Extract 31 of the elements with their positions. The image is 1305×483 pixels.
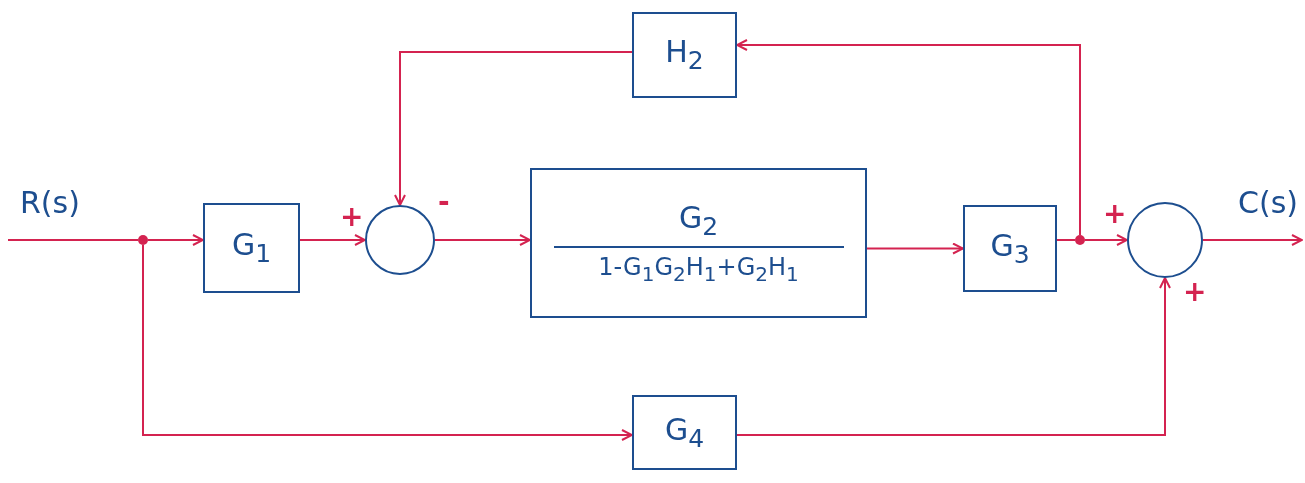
pickoff-dot [1075,235,1085,245]
transfer-block [530,168,867,318]
transfer-block [963,205,1057,292]
block-label: G$_{1}$ [231,228,272,268]
block-label: H$_{2}$ [665,35,704,75]
sign-label: + [1103,200,1127,228]
denominator: 1-G$_{1}$G$_{2}$H$_{1}$+G$_{2}$H$_{1}$ [598,254,799,286]
signal-line [7,239,139,241]
signal-arrow [736,39,1081,236]
signal-arrow [147,234,204,246]
signal-arrow [1084,234,1128,246]
signal-arrow [299,234,366,246]
signal-line [1056,239,1076,241]
block-label: G$_{4}$ [664,412,705,453]
signal-label: R(s) [20,185,80,220]
signal-arrow [736,277,1171,436]
sign-label: + [340,203,364,231]
block-label: G$_{3}$ [990,228,1030,269]
transfer-block [632,395,737,470]
signal-arrow [142,244,633,441]
signal-arrow [394,51,633,206]
numerator: G$_{2}$ [678,200,719,241]
transfer-block [203,203,300,293]
junction-dot [138,235,148,245]
signal-arrow [434,234,531,246]
signal-arrow [1202,234,1303,246]
sign-label: - [438,188,450,216]
signal-arrow [866,242,964,255]
signal-label: C(s) [1238,185,1298,220]
feedback-block [632,12,737,98]
sign-label: + [1183,278,1207,306]
